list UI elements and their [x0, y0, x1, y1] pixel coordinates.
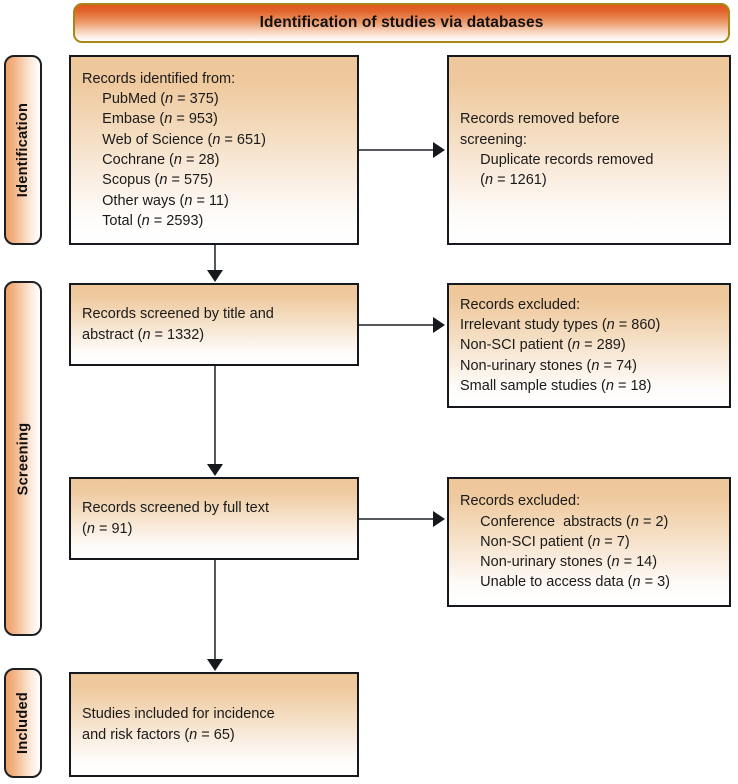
records-screened-title-abstract-box: Records screened by title and abstract (… [69, 283, 359, 366]
records-screened-full-text-text: Records screened by full text (n = 91) [82, 500, 269, 537]
connector-screened-ta-to-screened-ft-arrowhead [207, 464, 223, 476]
stage-label-screening: Screening [4, 281, 42, 636]
stage-label-identification: Identification [4, 55, 42, 245]
connector-screened-ft-to-included-arrowhead [207, 659, 223, 671]
connector-screened-ft-to-excluded-arrowhead [433, 511, 445, 527]
stage-label-included: Included [4, 668, 42, 778]
connector-screened-ta-to-excluded-arrowhead [433, 317, 445, 333]
connector-screened-ta-to-excluded [359, 324, 435, 326]
stage-label-screening-text: Screening [15, 422, 31, 495]
connector-screened-ft-to-included [214, 560, 216, 661]
records-excluded-title-abstract-box: Records excluded: Irrelevant study types… [447, 283, 731, 408]
records-removed-box: Records removed before screening: Duplic… [447, 55, 731, 245]
records-removed-text: Records removed before screening: Duplic… [460, 111, 654, 189]
connector-identified-to-screened [214, 245, 216, 272]
records-screened-full-text-box: Records screened by full text (n = 91) [69, 477, 359, 560]
connector-screened-ft-to-excluded [359, 518, 435, 520]
studies-included-text: Studies included for incidence and risk … [82, 706, 275, 743]
records-identified-text: Records identified from: PubMed (n = 375… [82, 70, 266, 229]
records-excluded-full-text-text: Records excluded: Conference abstracts (… [460, 493, 670, 591]
records-excluded-title-abstract-text: Records excluded: Irrelevant study types… [460, 296, 661, 394]
studies-included-box: Studies included for incidence and risk … [69, 672, 359, 777]
stage-label-identification-text: Identification [15, 102, 32, 198]
connector-identified-to-screened-arrowhead [207, 270, 223, 282]
connector-identified-to-removed [359, 149, 435, 151]
records-excluded-full-text-box: Records excluded: Conference abstracts (… [447, 477, 731, 607]
stage-label-included-text: Included [15, 691, 32, 755]
records-identified-box: Records identified from: PubMed (n = 375… [69, 55, 359, 245]
connector-screened-ta-to-screened-ft [214, 366, 216, 466]
connector-identified-to-removed-arrowhead [433, 142, 445, 158]
records-screened-title-abstract-text: Records screened by title and abstract (… [82, 306, 274, 343]
diagram-header-banner: Identification of studies via databases [73, 3, 730, 43]
diagram-title: Identification of studies via databases [259, 14, 544, 31]
